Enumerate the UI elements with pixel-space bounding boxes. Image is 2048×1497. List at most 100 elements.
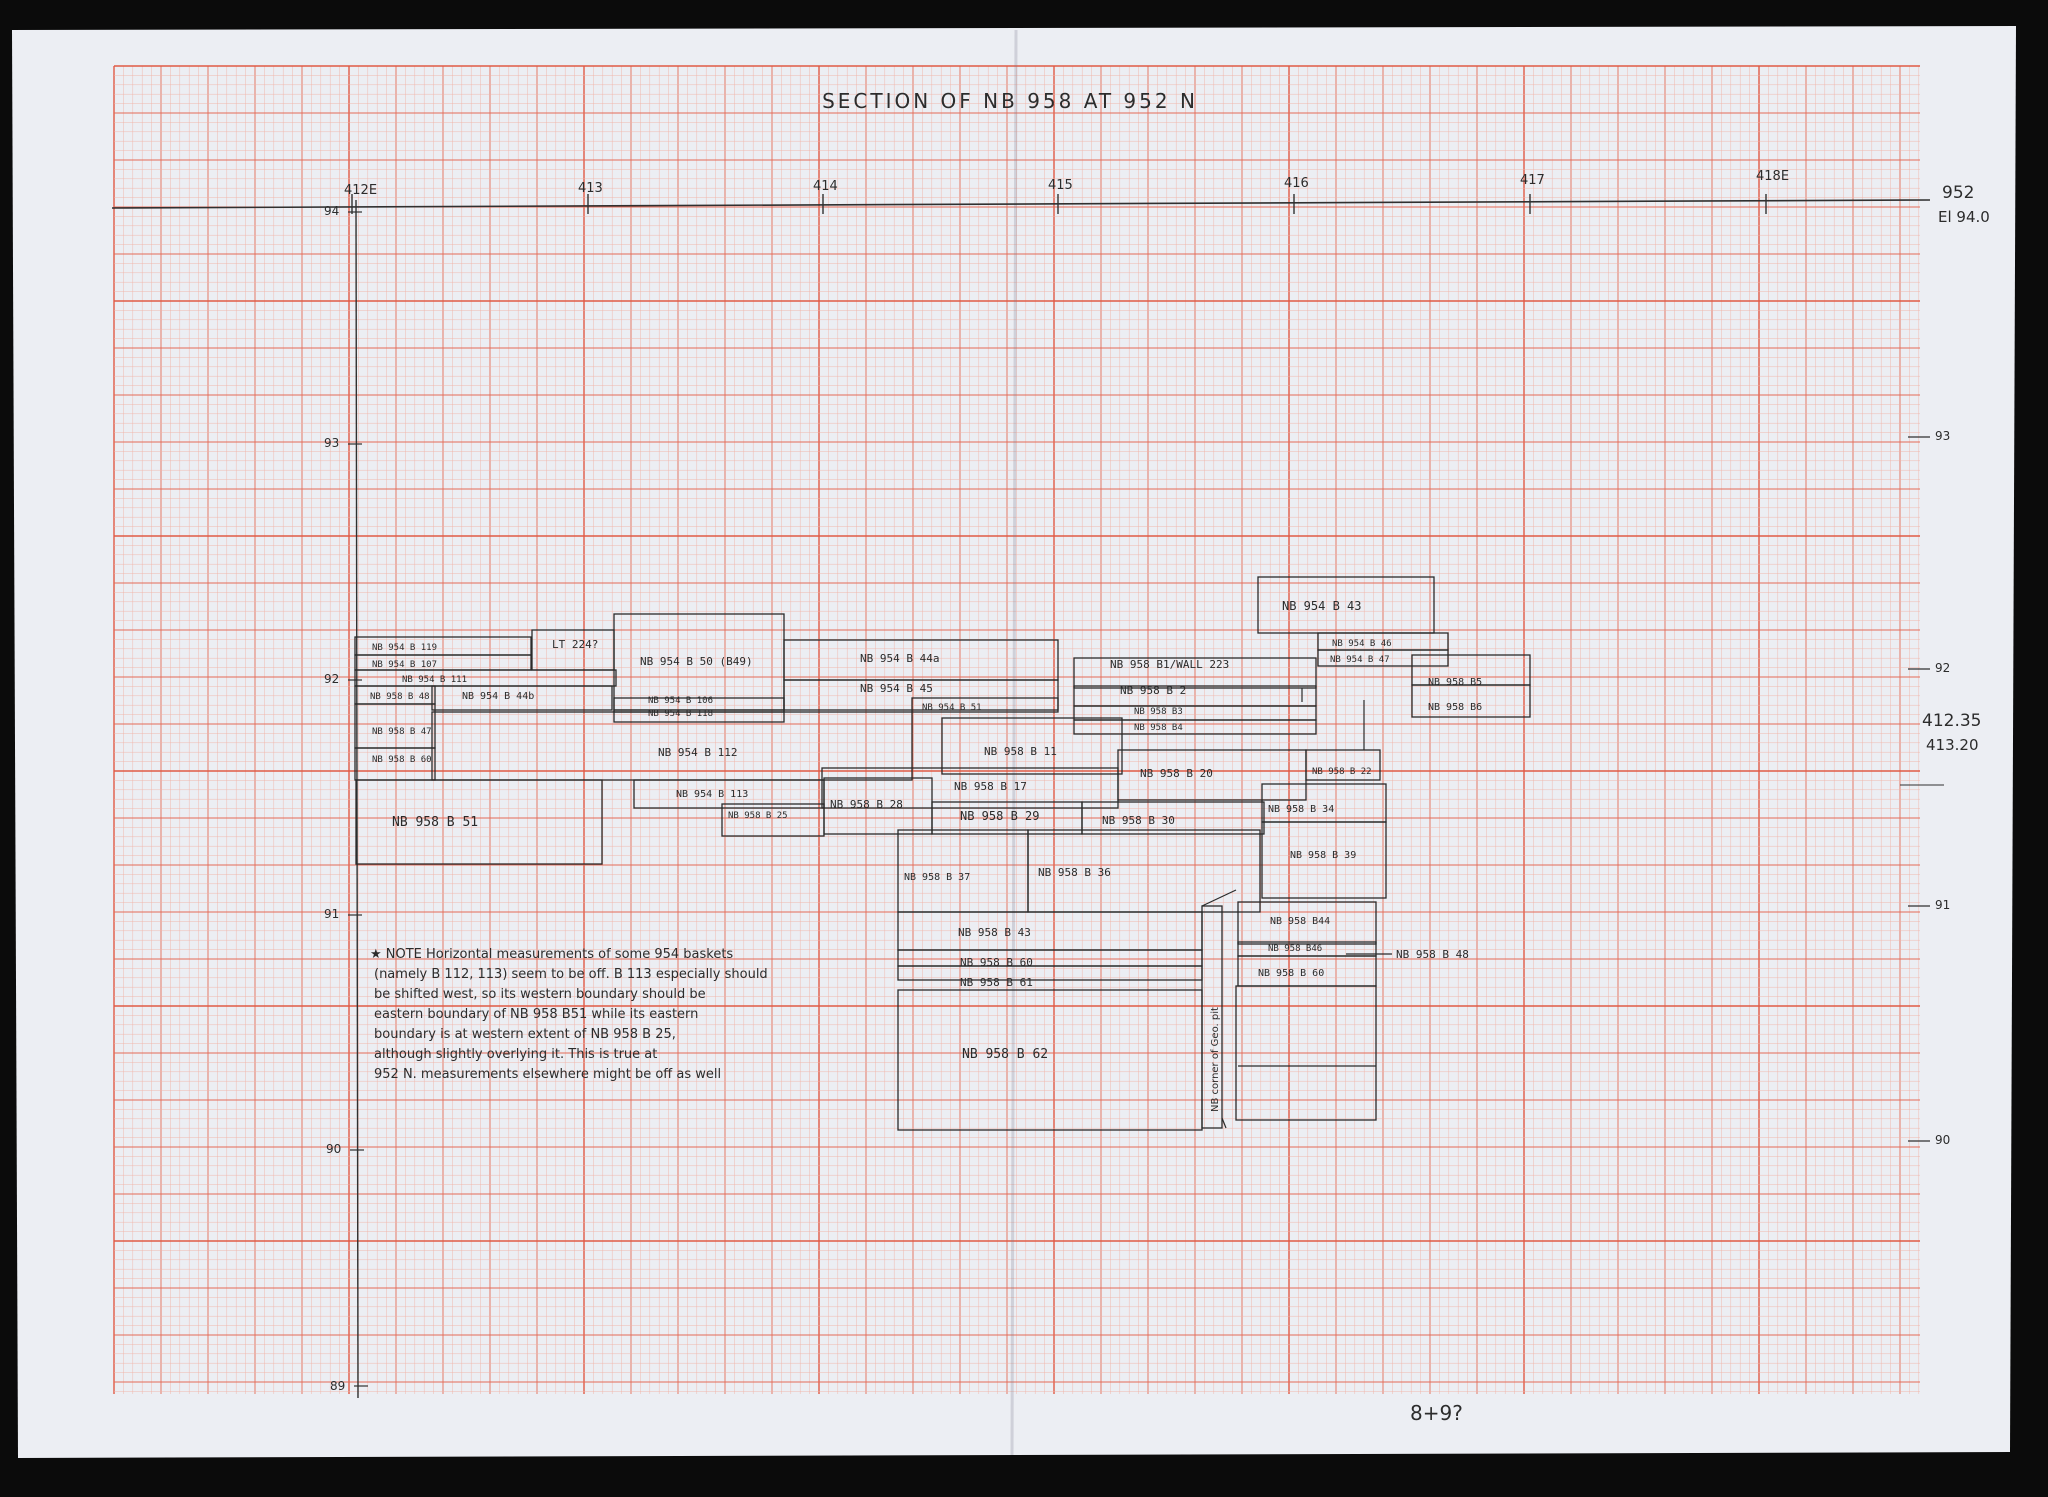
box-label: NB 958 B 43 [958,926,1031,939]
y-right-tick-90: 90 [1935,1133,1950,1147]
datum-line-label: 952 [1942,183,1974,203]
note-line: 952 N. measurements elsewhere might be o… [374,1067,721,1082]
box-label: NB 954 B 111 [402,675,467,685]
x-tick-418: 418E [1756,169,1789,184]
y-tick-91: 91 [324,907,339,921]
box-label: NB 958 B 51 [392,815,478,830]
y-tick-92: 92 [324,672,339,686]
datum-line [111,199,1931,209]
box-label: NB 958 B 17 [954,780,1027,793]
box-label: LT 224? [552,638,598,651]
box-label: NB 954 B 107 [372,660,437,670]
box-label: NB 958 B 30 [1102,814,1175,827]
box-labels: NB 954 B 119 NB 954 B 107 NB 954 B 111 N… [370,599,1482,1112]
section-box [1081,801,1265,835]
section-box [941,717,1123,775]
box-label: NB 958 B 39 [1290,850,1356,861]
box-label: NB 958 B 2 [1120,684,1186,697]
box-label: NB 958 B 22 [1312,767,1372,777]
box-label: NB 954 B 46 [1332,639,1392,649]
y-right-tick-92: 92 [1935,661,1950,675]
section-box [355,779,603,865]
box-label: NB 954 B 118 [648,709,713,719]
note-line: be shifted west, so its western boundary… [374,987,706,1002]
grid [113,29,1920,1456]
box-label: NB 958 B 62 [962,1047,1048,1062]
box-label: NB 954 B 43 [1282,599,1361,613]
note-line: (namely B 112, 113) seem to be off. B 11… [374,967,768,982]
box-label: NB 954 B 50 (B49) [640,655,753,668]
box-label: NB 954 B 119 [372,643,437,653]
box-label: NB 958 B 20 [1140,767,1213,780]
box-label: NB 958 B46 [1268,944,1322,954]
x-axis-ticks: 412E 413 414 415 416 417 418E [344,169,1789,198]
connector-line [1201,889,1237,907]
section-box [1235,985,1377,1121]
bottom-note: 8+9? [1410,1401,1463,1425]
box-label: NB 958 B 60 [372,755,432,765]
box-label: NB 954 B 44a [860,652,939,665]
box-label: NB 958 B 47 [372,727,432,737]
note-line: ★ NOTE Horizontal measurements of some 9… [370,947,733,962]
box-label: NB 954 B 47 [1330,655,1390,665]
section-box [1073,657,1317,689]
x-tick-412: 412E [344,183,377,198]
y-axis-right-ticks: 93 92 91 90 952 El 94.0 [1935,183,1990,1147]
side-note-412-35: 412.35 [1922,711,1981,731]
y-tick-93: 93 [324,436,339,450]
box-label: NB 954 B 51 [922,703,982,713]
box-label: NB 958 B 48 [370,692,430,702]
section-box [1411,684,1531,718]
section-box [1261,821,1387,899]
vertical-axis [355,199,359,1399]
box-label: NB 954 B 44b [462,691,534,702]
x-tick-413: 413 [578,181,603,196]
y-tick-89: 89 [330,1379,345,1393]
geo-pit-label: NB corner of Geo. pit [1210,1007,1221,1112]
box-label: NB 958 B 29 [960,809,1039,823]
connector-line [1221,1117,1227,1129]
box-label: NB 958 B 37 [904,872,970,883]
box-label: NB 958 B6 [1428,702,1482,713]
box-label: NB 958 B44 [1270,916,1330,927]
box-label: NB 958 B1/WALL 223 [1110,658,1229,671]
section-box [1317,649,1449,667]
datum-elevation-label: El 94.0 [1938,208,1990,226]
box-label: NB 958 B 36 [1038,866,1111,879]
x-tick-417: 417 [1520,173,1545,188]
section-box [1201,905,1223,1129]
note-line: eastern boundary of NB 958 B51 while its… [374,1007,698,1022]
box-label: NB 958 B4 [1134,723,1183,733]
box-label: NB 958 B 61 [960,976,1033,989]
box-label: NB 958 B 60 [960,956,1033,969]
y-right-tick-91: 91 [1935,898,1950,912]
box-label: NB 954 B 106 [648,696,713,706]
box-label: NB 954 B 113 [676,789,748,800]
section-box [821,767,1119,809]
box-label: NB 958 B5 [1428,677,1482,688]
side-note-413-20: 413.20 [1926,736,1979,754]
box-label: NB 958 B 48 [1396,948,1469,961]
box-label: NB 954 B 45 [860,682,933,695]
y-axis-left-ticks: 94 93 92 91 90 89 [324,204,345,1393]
section-box [1073,719,1317,735]
x-tick-416: 416 [1284,176,1309,191]
box-label: NB 958 B 34 [1268,804,1334,815]
y-tick-94: 94 [324,204,339,218]
handwritten-note: ★ NOTE Horizontal measurements of some 9… [370,947,768,1082]
section-box [431,685,613,711]
section-box [783,679,1059,711]
box-label: NB 958 B 28 [830,798,903,811]
y-tick-90: 90 [326,1142,341,1156]
drawing [111,194,1944,1399]
section-box [613,709,785,723]
box-label: NB 958 B3 [1134,707,1183,717]
x-tick-415: 415 [1048,178,1073,193]
box-label: NB 958 B 60 [1258,968,1324,979]
note-line: boundary is at western extent of NB 958 … [374,1027,676,1042]
box-label: NB 958 B 11 [984,745,1057,758]
box-label: NB 954 B 112 [658,746,737,759]
